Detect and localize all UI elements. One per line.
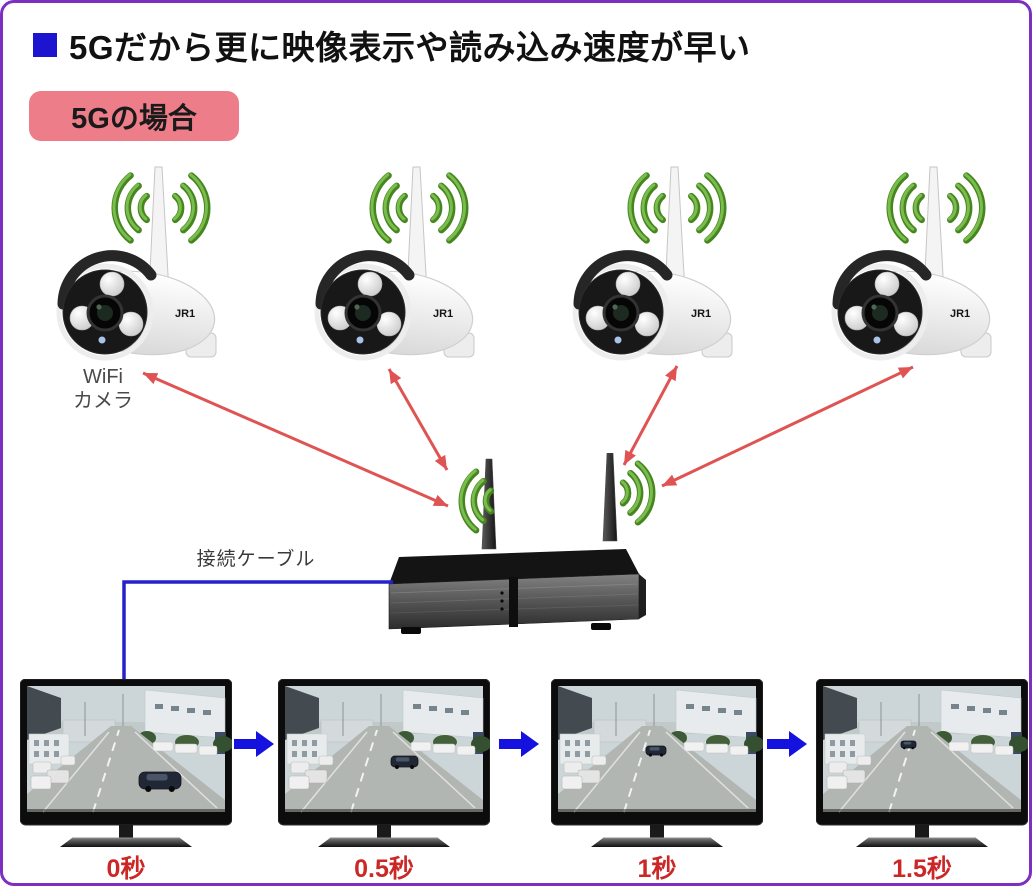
wifi-camera-4: JR1 (813, 161, 1023, 366)
monitor-3 (551, 679, 763, 849)
monitor-2 (278, 679, 490, 849)
wifi-camera-label: WiFi カメラ (53, 365, 153, 413)
monitor-4-time-label: 1.5秒 (892, 855, 952, 883)
svg-text:JR1: JR1 (175, 308, 195, 320)
page-header: 5Gだから更に映像表示や読み込み速度が早い (33, 21, 751, 69)
wifi-camera-label-line1: WiFi (83, 366, 123, 388)
page-title: 5Gだから更に映像表示や読み込み速度が早い (69, 29, 751, 66)
wifi-signal-right-icon (611, 451, 675, 535)
svg-text:JR1: JR1 (950, 308, 970, 320)
case-5g-badge: 5Gの場合 (29, 91, 239, 141)
monitor-1 (20, 679, 232, 849)
square-bullet-icon (33, 33, 57, 57)
monitor-2-time-label: 0.5秒 (354, 855, 414, 883)
wifi-camera-label-line2: カメラ (73, 390, 133, 412)
monitor-3-time-label: 1秒 (637, 855, 677, 883)
wifi-camera-1: JR1 (38, 161, 248, 366)
svg-text:JR1: JR1 (691, 308, 711, 320)
monitor-1-time-label: 0秒 (106, 855, 146, 883)
cable-label: 接続ケーブル (196, 549, 316, 570)
monitor-4 (816, 679, 1028, 849)
wifi-camera-3: JR1 (554, 161, 764, 366)
wifi-camera-2: JR1 (296, 161, 506, 366)
wifi-signal-left-icon (439, 459, 503, 543)
svg-text:JR1: JR1 (433, 308, 453, 320)
